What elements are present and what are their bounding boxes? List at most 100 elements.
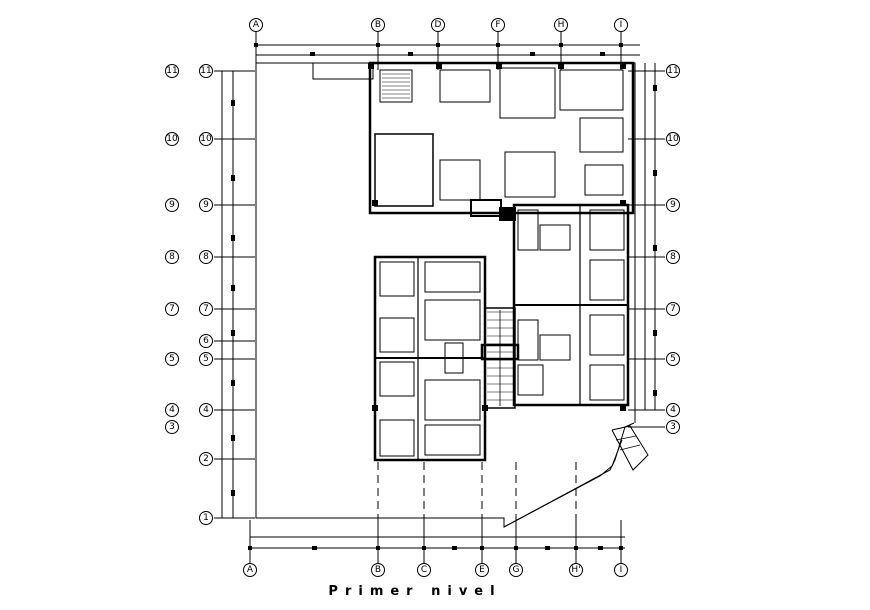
- dimension-tick: [653, 245, 657, 251]
- upper-room: [579, 117, 624, 153]
- bedroom: [379, 361, 415, 397]
- bedroom: [589, 314, 625, 356]
- living: [539, 224, 571, 251]
- grid-label-left-inner-1-text: 10: [200, 134, 212, 144]
- grid-label-left-outer-5-text: 5: [169, 354, 175, 364]
- grid-label-left-outer-2-text: 9: [169, 200, 175, 210]
- grid-label-bottom-3-text: E: [479, 565, 485, 575]
- dimension-tick: [545, 546, 550, 550]
- ramp-line: [615, 435, 637, 441]
- grid-label-right-1-text: 10: [667, 134, 679, 144]
- grid-label-bottom-4: G: [509, 563, 523, 577]
- grid-label-left-inner-3-text: 8: [203, 252, 209, 262]
- grid-label-bottom-6-text: I: [620, 565, 623, 575]
- grid-label-top-3: F: [491, 18, 505, 32]
- grid-label-right-1: 10: [666, 132, 680, 146]
- dimension-tick: [376, 546, 380, 550]
- living: [424, 379, 481, 421]
- dimension-tick: [310, 52, 315, 56]
- grid-label-top-2: D: [431, 18, 445, 32]
- dimension-tick: [231, 490, 235, 496]
- dimension-tick: [231, 100, 235, 106]
- grid-label-top-2-circle: [431, 18, 445, 32]
- upper-block-outline: [368, 61, 635, 215]
- grid-label-top-5-text: I: [620, 20, 623, 30]
- grid-label-right-2-text: 9: [670, 200, 676, 210]
- ramp-line: [619, 444, 641, 451]
- dimension-tick: [452, 546, 457, 550]
- grid-label-bottom-1-text: B: [375, 565, 381, 575]
- grid-label-top-4-text: H: [558, 20, 565, 30]
- grid-label-left-outer-1: 10: [165, 132, 179, 146]
- grid-label-left-inner-4-circle: [199, 302, 213, 316]
- site-boundary: [503, 439, 623, 528]
- bath: [517, 319, 539, 361]
- grid-label-right-7: 3: [666, 420, 680, 434]
- dimension-tick: [559, 43, 563, 47]
- grid-label-left-inner-9-circle: [199, 511, 213, 525]
- living: [424, 299, 481, 341]
- dimension-tick: [653, 330, 657, 336]
- structural-column: [620, 405, 626, 411]
- grid-label-top-3-text: F: [495, 20, 500, 30]
- stair-upper: [379, 69, 413, 103]
- grid-label-left-outer-5: 5: [165, 352, 179, 366]
- living: [424, 424, 481, 456]
- dimension-tick: [231, 435, 235, 441]
- structural-column: [372, 200, 378, 206]
- grid-label-left-outer-2-circle: [165, 198, 179, 212]
- dimension-tick: [496, 43, 500, 47]
- kitchen: [517, 364, 544, 396]
- grid-label-bottom-0-circle: [243, 563, 257, 577]
- dimension-tick: [312, 546, 317, 550]
- dimension-tick: [514, 546, 518, 550]
- grid-label-right-0-text: 11: [667, 66, 678, 76]
- bedroom: [589, 259, 625, 301]
- grid-label-bottom-3-circle: [475, 563, 489, 577]
- dimension-tick: [600, 52, 605, 56]
- grid-label-bottom-0-text: A: [247, 565, 254, 575]
- structural-column: [496, 63, 502, 69]
- grid-label-bottom-1-circle: [371, 563, 385, 577]
- grid-label-right-5-text: 5: [670, 354, 676, 364]
- grid-label-left-inner-5-circle: [199, 334, 213, 348]
- grid-label-left-outer-3-circle: [165, 250, 179, 264]
- grid-label-left-inner-2: 9: [199, 198, 213, 212]
- stair-landing: [480, 343, 520, 361]
- dimension-tick: [231, 380, 235, 386]
- grid-label-left-inner-0: 11: [199, 64, 213, 78]
- grid-label-right-3: 8: [666, 250, 680, 264]
- grid-label-bottom-2-circle: [417, 563, 431, 577]
- grid-label-left-inner-4: 7: [199, 302, 213, 316]
- grid-label-left-outer-2: 9: [165, 198, 179, 212]
- grid-label-top-3-circle: [491, 18, 505, 32]
- upper-left-room: [374, 133, 434, 207]
- grid-label-top-1: B: [371, 18, 385, 32]
- grid-label-left-outer-7-circle: [165, 420, 179, 434]
- grid-label-left-inner-8: 2: [199, 452, 213, 466]
- grid-label-left-inner-9-text: 1: [203, 513, 209, 523]
- grid-label-right-5-circle: [666, 352, 680, 366]
- grid-label-left-outer-4-text: 7: [169, 304, 175, 314]
- grid-label-bottom-3: E: [475, 563, 489, 577]
- grid-label-left-outer-4-circle: [165, 302, 179, 316]
- bedroom: [379, 419, 415, 457]
- upper-room: [439, 69, 491, 103]
- grid-label-bottom-5-circle: [569, 563, 583, 577]
- grid-label-top-2-text: D: [435, 20, 442, 30]
- dimension-tick: [231, 175, 235, 181]
- grid-label-right-5: 5: [666, 352, 680, 366]
- grid-label-left-inner-1-circle: [199, 132, 213, 146]
- grid-label-left-outer-1-text: 10: [166, 134, 178, 144]
- grid-label-bottom-6-circle: [614, 563, 628, 577]
- dimension-tick: [408, 52, 413, 56]
- grid-label-left-outer-3-text: 8: [169, 252, 175, 262]
- grid-label-bottom-1: B: [371, 563, 385, 577]
- grid-label-left-inner-2-text: 9: [203, 200, 209, 210]
- grid-label-bottom-4-circle: [509, 563, 523, 577]
- grid-label-left-outer-1-circle: [165, 132, 179, 146]
- dimension-tick: [653, 85, 657, 91]
